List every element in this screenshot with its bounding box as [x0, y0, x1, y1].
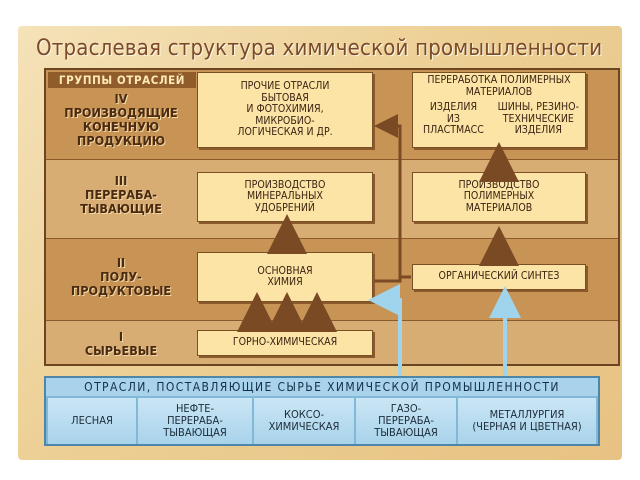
arrow-link-to-other	[374, 114, 402, 283]
group-line: ПЕРЕРАБА-	[85, 187, 157, 202]
box-line: ПОЛИМЕРНЫХ	[463, 190, 535, 203]
box-line: МИНЕРАЛЬНЫХ	[247, 190, 323, 203]
box-polymers: ПРОИЗВОДСТВО ПОЛИМЕРНЫХ МАТЕРИАЛОВ	[412, 172, 586, 222]
group-label-3: III ПЕРЕРАБА- ТЫВАЮЩИЕ	[46, 174, 196, 216]
group-label-2: II ПОЛУ- ПРОДУКТОВЫЕ	[46, 256, 196, 298]
supplier-forestry: ЛЕСНАЯ	[48, 398, 136, 444]
cell-line: МЕТАЛЛУРГИЯ	[489, 408, 565, 421]
group-line: ПРОИЗВОДЯЩИЕ	[64, 105, 178, 120]
group-num: I	[118, 329, 124, 344]
box-line: ШИНЫ, РЕЗИНО-	[497, 101, 579, 113]
group-label-4: IV ПРОИЗВОДЯЩИЕ КОНЕЧНУЮ ПРОДУКЦИЮ	[46, 92, 196, 148]
box-line: ИЗДЕЛИЯ	[429, 101, 478, 113]
box-line: ПРОИЗВОДСТВО	[458, 178, 540, 191]
cell-line: ТЫВАЮЩАЯ	[374, 426, 438, 439]
box-line: ЛОГИЧЕСКАЯ И ДР.	[237, 126, 333, 139]
groups-header: ГРУППЫ ОТРАСЛЕЙ	[48, 72, 196, 88]
cell-line: ЛЕСНАЯ	[71, 414, 113, 427]
box-line: ПРОЧИЕ ОТРАСЛИ	[240, 80, 330, 93]
box-line: ИЗ	[446, 112, 460, 125]
group-label-1: I СЫРЬЕВЫЕ	[46, 330, 196, 358]
box-line: ПЛАСТМАСС	[423, 124, 484, 136]
box-line: ОСНОВНАЯ	[257, 264, 313, 277]
sub-box-plastics: ИЗДЕЛИЯ ИЗ ПЛАСТМАСС	[423, 101, 484, 137]
group-num: III	[114, 173, 128, 188]
group-num: II	[116, 255, 126, 270]
box-line: УДОБРЕНИЙ	[255, 201, 315, 214]
group-num: IV	[114, 91, 128, 106]
group-line: СЫРЬЕВЫЕ	[84, 343, 158, 358]
sub-box-tires: ШИНЫ, РЕЗИНО- ТЕХНИЧЕСКИЕ ИЗДЕЛИЯ	[497, 101, 579, 137]
cell-line: КОКСО-	[283, 408, 325, 421]
cell-line: ПЕРЕРАБА-	[378, 414, 434, 427]
supplier-coke-chemistry: КОКСО- ХИМИЧЕСКАЯ	[254, 398, 354, 444]
group-line: КОНЕЧНУЮ	[82, 119, 160, 134]
box-fertilizers: ПРОИЗВОДСТВО МИНЕРАЛЬНЫХ УДОБРЕНИЙ	[197, 172, 373, 222]
cell-line: ПЕРЕРАБА-	[167, 414, 223, 427]
group-line: ТЫВАЮЩИЕ	[80, 201, 162, 216]
group-line: ПРОДУКЦИЮ	[76, 133, 166, 148]
box-mining-chemistry: ГОРНО-ХИМИЧЕСКАЯ	[197, 330, 373, 356]
supplier-metallurgy: МЕТАЛЛУРГИЯ (ЧЕРНАЯ И ЦВЕТНАЯ)	[458, 398, 596, 444]
cell-line: ТЫВАЮЩАЯ	[163, 426, 227, 439]
supplier-oil-refining: НЕФТЕ- ПЕРЕРАБА- ТЫВАЮЩАЯ	[138, 398, 252, 444]
arrow-mining-to-basic	[237, 292, 337, 332]
box-line: ПЕРЕРАБОТКА ПОЛИМЕРНЫХ	[427, 74, 571, 86]
box-organic-synthesis: ОРГАНИЧЕСКИЙ СИНТЕЗ	[412, 264, 586, 290]
box-line: МАТЕРИАЛОВ	[465, 85, 533, 98]
group-line: ПОЛУ-	[100, 269, 142, 284]
box-line: ПРОИЗВОДСТВО	[244, 178, 326, 191]
group-line: ПРОДУКТОВЫЕ	[70, 283, 172, 298]
supplier-title: ОТРАСЛИ, ПОСТАВЛЯЮЩИЕ СЫРЬЕ ХИМИЧЕСКОЙ П…	[46, 378, 598, 396]
box-polymer-processing: ПЕРЕРАБОТКА ПОЛИМЕРНЫХ МАТЕРИАЛОВ ИЗДЕЛИ…	[412, 72, 586, 148]
supplier-industries-panel: ОТРАСЛИ, ПОСТАВЛЯЮЩИЕ СЫРЬЕ ХИМИЧЕСКОЙ П…	[44, 376, 600, 446]
box-other-industries: ПРОЧИЕ ОТРАСЛИ БЫТОВАЯ И ФОТОХИМИЯ, МИКР…	[197, 72, 373, 148]
cell-line: ХИМИЧЕСКАЯ	[268, 420, 340, 433]
box-line: МИКРОБИО-	[255, 114, 315, 127]
supplier-gas-processing: ГАЗО- ПЕРЕРАБА- ТЫВАЮЩАЯ	[356, 398, 456, 444]
box-line: БЫТОВАЯ	[261, 91, 309, 104]
box-line: ХИМИЯ	[267, 276, 303, 288]
box-line: МАТЕРИАЛОВ	[465, 201, 533, 214]
page-title: Отраслевая структура химической промышле…	[36, 36, 603, 61]
box-line: ГОРНО-ХИМИЧЕСКАЯ	[232, 336, 338, 349]
cell-line: (ЧЕРНАЯ И ЦВЕТНАЯ)	[472, 420, 582, 433]
cell-line: ГАЗО-	[390, 402, 422, 415]
box-line: ИЗДЕЛИЯ	[514, 124, 562, 136]
arrow-supply-to-basic	[368, 284, 402, 376]
cell-line: НЕФТЕ-	[175, 402, 215, 415]
box-line: ОРГАНИЧЕСКИЙ СИНТЕЗ	[438, 270, 560, 283]
box-line: ТЕХНИЧЕСКИЕ	[502, 112, 574, 125]
box-line: И ФОТОХИМИЯ,	[246, 103, 324, 116]
